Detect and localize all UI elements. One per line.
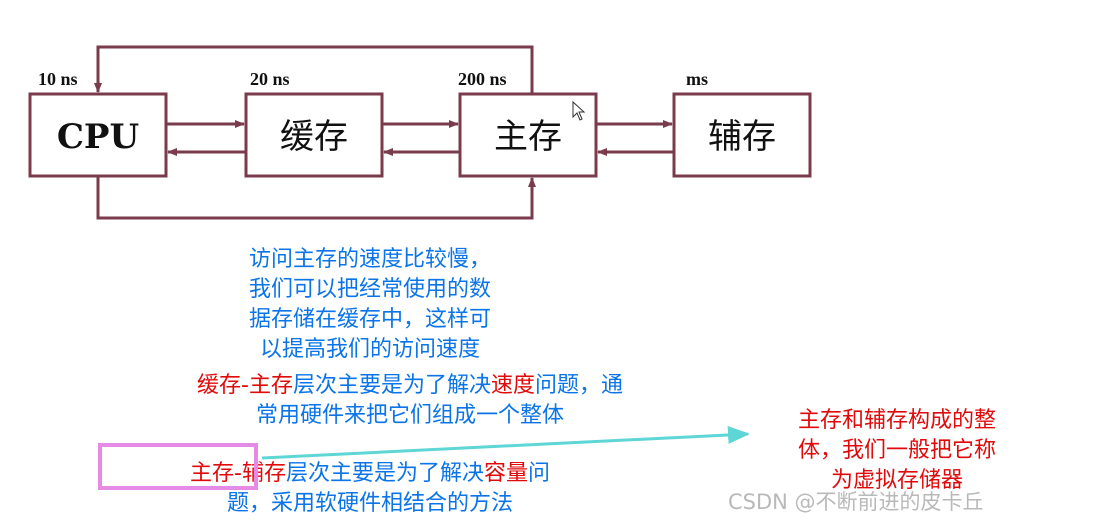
secondary-latency: ms	[686, 69, 708, 89]
cache-label: 缓存	[280, 117, 348, 157]
cache-note-line: 据存储在缓存中，这样可	[248, 307, 491, 332]
cpu-label: CPU	[57, 117, 139, 157]
main-secondary-line-2: 题，采用软硬件相结合的方法	[226, 491, 513, 516]
cache-main-text-end: 问题，通	[534, 373, 623, 398]
secondary-storage-box	[672, 92, 812, 178]
cpu-box	[28, 92, 168, 178]
mouse-cursor-icon	[572, 100, 586, 121]
virtual-memory-line: 体，我们一般把它称	[797, 438, 996, 463]
main-secondary-term: 主存-辅存	[190, 461, 286, 486]
speed-term: 速度	[490, 373, 535, 398]
watermark: CSDN @不断前进的皮卡丘	[728, 490, 984, 514]
cache-box	[244, 92, 384, 178]
cache-main-hierarchy-note: 缓存-主存层次主要是为了解决速度问题，通 常用硬件来把它们组成一个整体	[110, 371, 710, 431]
highlight-box	[98, 443, 258, 490]
main-memory-label: 主存	[494, 117, 562, 157]
cache-explanation-note: 访问主存的速度比较慢， 我们可以把经常使用的数 据存储在缓存中，这样可 以提高我…	[190, 245, 550, 365]
virtual-memory-line: 主存和辅存构成的整	[797, 408, 996, 433]
arrow-main-to-cpu-top-loop	[94, 45, 534, 94]
main-secondary-line-1: 主存-辅存层次主要是为了解决容量问	[100, 459, 640, 489]
cache-main-line-1: 缓存-主存层次主要是为了解决速度问题，通	[110, 371, 710, 401]
cache-main-line-2: 常用硬件来把它们组成一个整体	[255, 403, 564, 428]
cpu-latency: 10 ns	[38, 69, 78, 89]
cache-note-line: 我们可以把经常使用的数	[248, 277, 491, 302]
virtual-memory-line: 为虚拟存储器	[830, 468, 963, 493]
main-memory-latency: 200 ns	[458, 69, 507, 89]
main-secondary-text-end: 问	[527, 461, 550, 486]
main-secondary-text: 层次主要是为了解决	[285, 461, 484, 486]
arrow-cpu-to-main-bottom-loop	[96, 176, 536, 220]
teal-pointer-arrow	[261, 425, 750, 460]
virtual-memory-note: 主存和辅存构成的整 体，我们一般把它称 为虚拟存储器	[752, 406, 1042, 496]
cache-note-line: 访问主存的速度比较慢，	[248, 247, 491, 272]
cache-latency: 20 ns	[250, 69, 290, 89]
cache-note-line: 以提高我们的访问速度	[259, 337, 480, 362]
main-secondary-hierarchy-note: 主存-辅存层次主要是为了解决容量问 题，采用软硬件相结合的方法	[100, 459, 640, 519]
cache-main-term: 缓存-主存	[197, 373, 293, 398]
cache-main-text: 层次主要是为了解决	[292, 373, 491, 398]
secondary-storage-label: 辅存	[708, 117, 776, 157]
capacity-term: 容量	[483, 461, 528, 486]
